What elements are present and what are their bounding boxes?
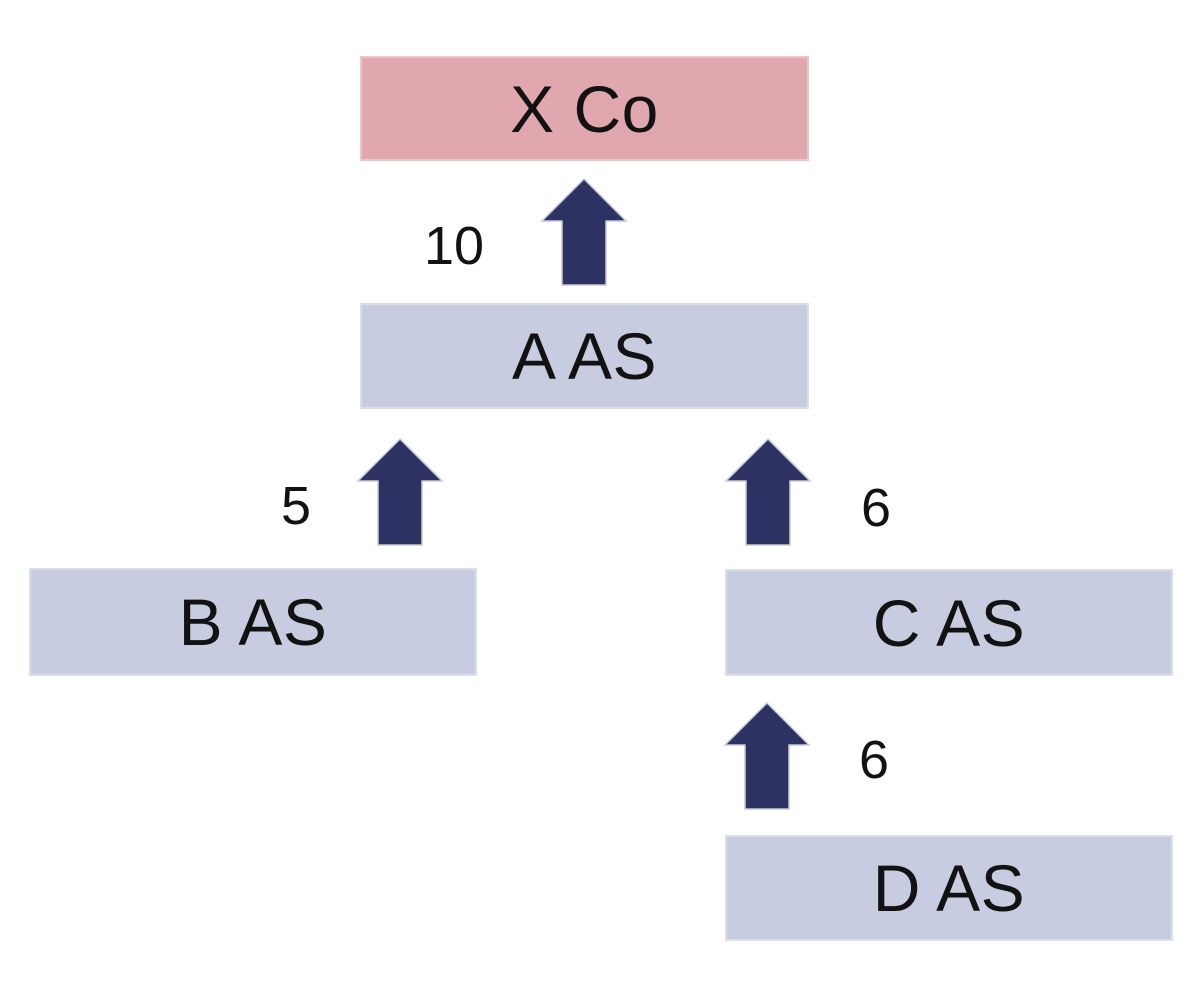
node-b-as-label: B AS bbox=[178, 585, 328, 659]
node-d-as-label: D AS bbox=[872, 851, 1026, 925]
node-b-as: B AS bbox=[29, 568, 477, 676]
up-arrow-shape bbox=[356, 437, 444, 546]
up-arrow-icon-d-to-c bbox=[723, 701, 811, 810]
up-arrow-shape bbox=[540, 177, 628, 286]
up-arrow-shape bbox=[723, 701, 811, 810]
up-arrow-icon-c-to-a bbox=[724, 437, 812, 546]
edge-value-b-to-a: 5 bbox=[280, 476, 312, 536]
up-arrow-icon-a-to-x bbox=[540, 177, 628, 286]
node-x-co-label: X Co bbox=[510, 71, 659, 146]
edge-value-a-to-x: 10 bbox=[423, 216, 485, 276]
node-c-as-label: C AS bbox=[872, 585, 1026, 660]
node-a-as: A AS bbox=[360, 303, 809, 409]
node-a-as-label: A AS bbox=[511, 319, 658, 393]
up-arrow-shape bbox=[724, 437, 812, 546]
node-x-co: X Co bbox=[360, 56, 809, 161]
node-c-as: C AS bbox=[725, 569, 1173, 676]
edge-value-d-to-c: 6 bbox=[858, 730, 890, 790]
up-arrow-icon-b-to-a bbox=[356, 437, 444, 546]
node-d-as: D AS bbox=[725, 835, 1173, 941]
edge-value-c-to-a: 6 bbox=[860, 478, 892, 538]
